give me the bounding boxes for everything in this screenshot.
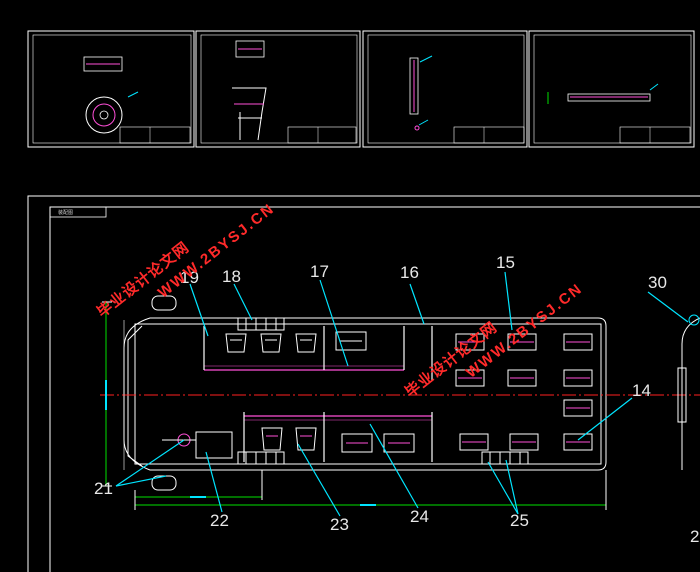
lower-rack-rear	[481, 451, 529, 465]
part-label-25: 25	[510, 511, 529, 530]
leader-lines	[115, 271, 689, 517]
part-label-15: 15	[496, 253, 515, 272]
sheet-title-tag: 装配图	[58, 209, 73, 216]
part-label-22: 22	[210, 511, 229, 530]
thumbnail-sheet-2[interactable]	[195, 30, 361, 148]
vehicle-body	[123, 295, 607, 491]
part-label-21: 21	[94, 479, 113, 498]
lower-rack-front	[237, 451, 285, 465]
part-label-24: 24	[410, 507, 429, 526]
lower-seat-rail	[243, 412, 433, 462]
dimension-lines	[102, 301, 607, 510]
thumbnail-sheet-1[interactable]	[27, 30, 195, 148]
upper-rack	[237, 317, 285, 331]
steering-wheel	[162, 433, 196, 447]
thumbnail-sheet-3[interactable]	[362, 30, 528, 148]
part-label-16: 16	[400, 263, 419, 282]
thumbnail-sheet-4[interactable]	[528, 30, 695, 148]
adjacent-vehicle	[677, 314, 700, 470]
seat-frames-pink	[458, 341, 590, 409]
main-drawing-frame: 装配图	[27, 195, 700, 572]
part-label-19: 19	[180, 268, 199, 287]
watermark-left: 毕业设计论文网 WWW.2BYSJ.CN	[93, 200, 278, 321]
part-label-2: 2	[690, 527, 699, 546]
driver-console	[195, 431, 233, 459]
part-label-14: 14	[632, 381, 651, 400]
part-labels: 19 18 17 16 15 30 14 21 22 23 24 25 2	[94, 253, 699, 546]
part-label-23: 23	[330, 515, 349, 534]
upper-seat-group	[225, 331, 593, 417]
part-label-17: 17	[310, 262, 329, 281]
part-label-18: 18	[222, 267, 241, 286]
upper-seat-rail	[203, 326, 433, 380]
part-label-30: 30	[648, 273, 667, 292]
lower-seat-group	[195, 427, 593, 459]
front-wheel-top	[151, 295, 177, 311]
